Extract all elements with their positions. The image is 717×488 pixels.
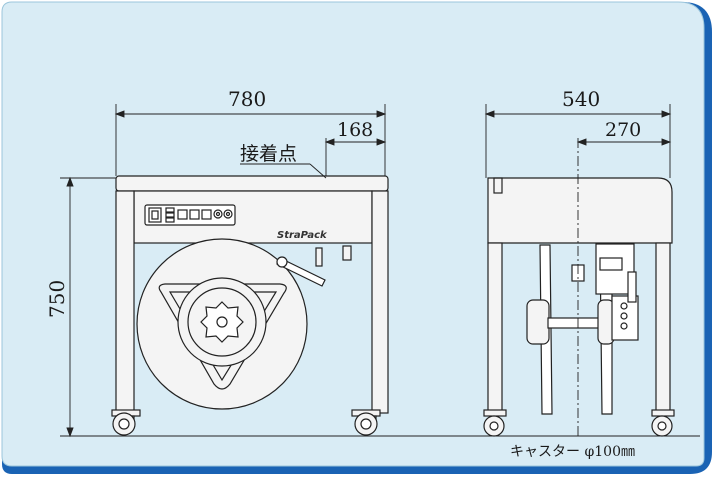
caster-note: キャスター φ100㎜	[510, 444, 635, 460]
callout-label: 接着点	[240, 143, 297, 165]
dimension-lines	[60, 104, 700, 438]
front-offset-label: 168	[337, 119, 373, 141]
front-width-label: 780	[228, 87, 266, 111]
side-offset-label: 270	[605, 119, 641, 141]
brand-logo: StraPack	[277, 230, 328, 241]
front-height-label: 750	[45, 280, 69, 318]
side-width-label: 540	[562, 87, 600, 111]
side-view-drawing	[483, 177, 675, 437]
front-view-drawing	[111, 175, 389, 436]
